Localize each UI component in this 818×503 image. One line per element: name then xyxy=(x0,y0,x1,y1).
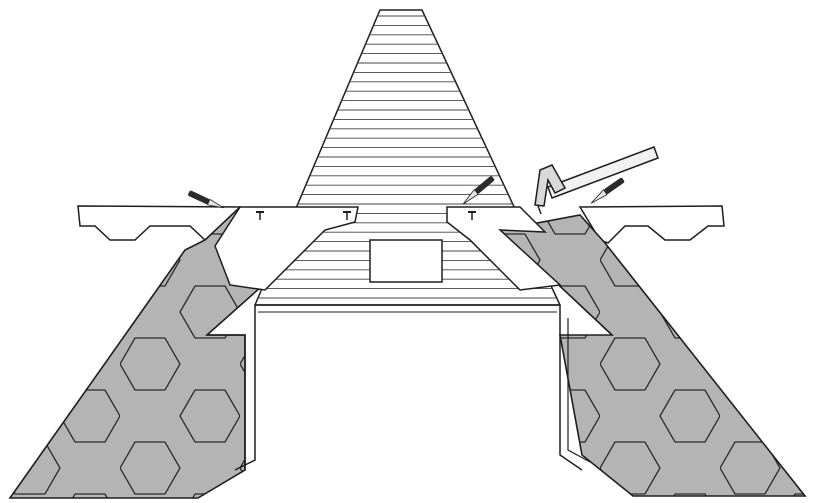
starter-strip-right xyxy=(580,206,724,243)
decking-opening xyxy=(370,240,442,282)
roof-void xyxy=(258,313,557,500)
hammer-icon xyxy=(535,147,658,214)
